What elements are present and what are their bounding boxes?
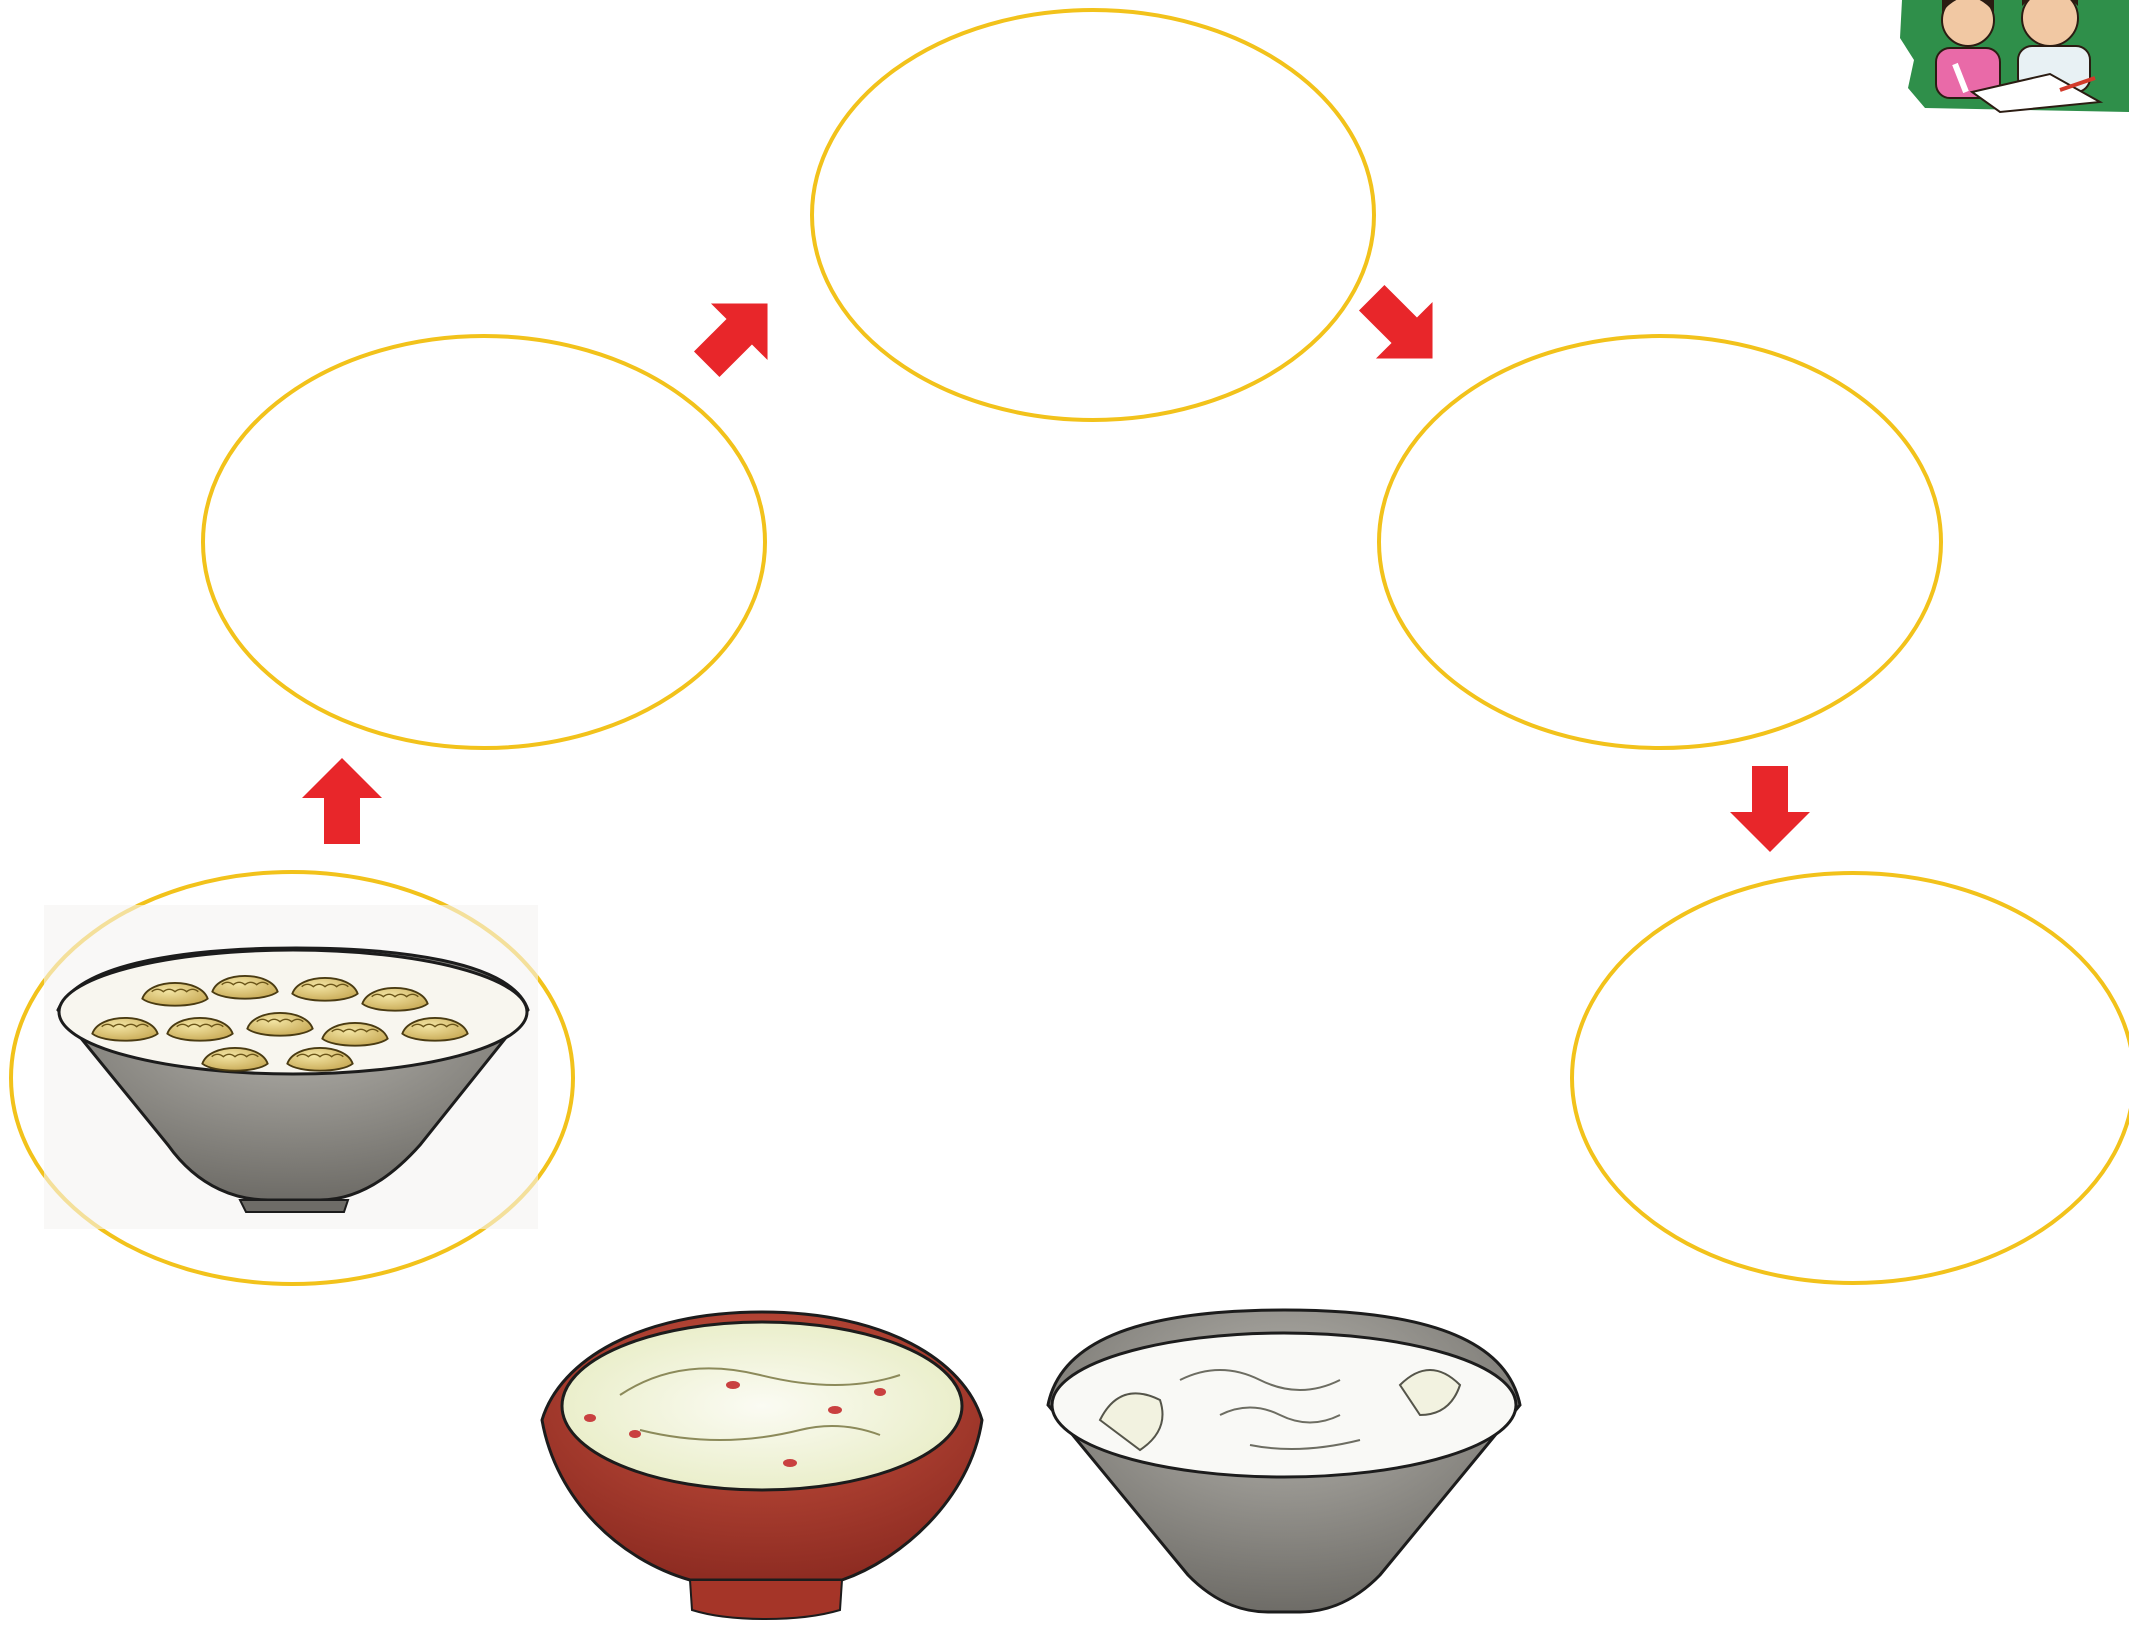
arrow-step-3-to-step-4: [1343, 269, 1460, 386]
dumpling-bowl-image: [44, 905, 538, 1229]
node-step-4: [1379, 336, 1941, 748]
arrow-start-to-step-2: [302, 758, 382, 844]
node-step-2: [203, 336, 765, 748]
red-bowl-soup-icon: [542, 1312, 982, 1619]
node-step-3: [812, 10, 1374, 420]
arrow-step-4-to-step-5: [1730, 766, 1810, 852]
grey-bowl-soup-icon: [1048, 1310, 1520, 1612]
answer-choice-grey-bowl[interactable]: [1048, 1310, 1520, 1612]
arrow-step-2-to-step-3: [678, 275, 795, 392]
answer-choice-red-bowl[interactable]: [542, 1312, 982, 1619]
node-step-5: [1572, 873, 2129, 1283]
corner-badge: [1900, 0, 2129, 112]
node-start: [11, 872, 573, 1284]
